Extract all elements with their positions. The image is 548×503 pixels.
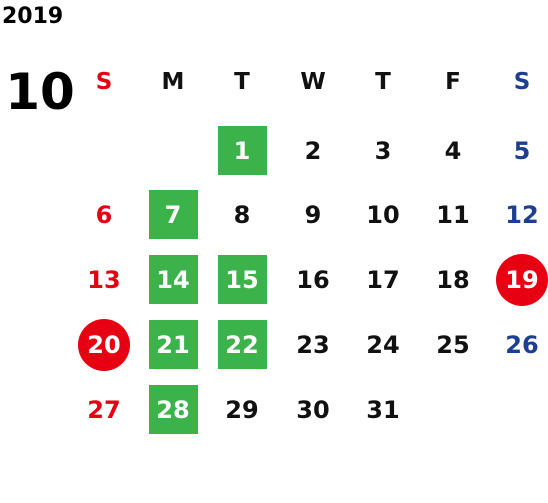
calendar-day-29[interactable]: 29 [212, 382, 272, 438]
month-number: 10 [5, 63, 75, 121]
calendar-day-11[interactable]: 11 [423, 187, 483, 243]
calendar-day-26[interactable]: 26 [492, 317, 548, 373]
calendar-day-3[interactable]: 3 [353, 123, 413, 179]
calendar-day-15[interactable]: 15 [212, 252, 272, 308]
weekday-header-tue: T [234, 69, 250, 95]
calendar-day-17[interactable]: 17 [353, 252, 413, 308]
day-number: 5 [513, 137, 531, 165]
calendar-day-9[interactable]: 9 [283, 187, 343, 243]
day-number: 6 [95, 201, 113, 229]
day-number: 8 [233, 201, 251, 229]
day-number: 16 [296, 266, 330, 294]
day-number: 14 [156, 266, 190, 294]
day-number: 4 [444, 137, 462, 165]
calendar-day-23[interactable]: 23 [283, 317, 343, 373]
year-label: 2019 [2, 4, 64, 29]
day-number: 28 [156, 396, 190, 424]
day-number: 26 [505, 331, 539, 359]
weekday-header-mon: M [161, 69, 185, 95]
day-number: 29 [225, 396, 259, 424]
day-number: 23 [296, 331, 330, 359]
calendar-day-24[interactable]: 24 [353, 317, 413, 373]
day-number: 30 [296, 396, 330, 424]
day-number: 18 [436, 266, 470, 294]
calendar-day-7[interactable]: 7 [143, 187, 203, 243]
calendar-day-10[interactable]: 10 [353, 187, 413, 243]
calendar-day-18[interactable]: 18 [423, 252, 483, 308]
calendar-day-30[interactable]: 30 [283, 382, 343, 438]
weekday-header-wed: W [300, 69, 326, 95]
calendar-day-5[interactable]: 5 [492, 123, 548, 179]
day-number: 22 [225, 331, 259, 359]
calendar-day-1[interactable]: 1 [212, 123, 272, 179]
calendar-day-19[interactable]: 19 [492, 252, 548, 308]
calendar-day-31[interactable]: 31 [353, 382, 413, 438]
weekday-header-fri: F [445, 69, 461, 95]
weekday-header-sun: S [95, 69, 113, 95]
calendar-day-25[interactable]: 25 [423, 317, 483, 373]
day-number: 9 [304, 201, 322, 229]
calendar-day-20[interactable]: 20 [74, 317, 134, 373]
day-number: 10 [366, 201, 400, 229]
calendar-day-6[interactable]: 6 [74, 187, 134, 243]
day-number: 3 [374, 137, 392, 165]
day-number: 21 [156, 331, 190, 359]
day-number: 17 [366, 266, 400, 294]
calendar-day-22[interactable]: 22 [212, 317, 272, 373]
day-number: 15 [225, 266, 259, 294]
calendar-day-8[interactable]: 8 [212, 187, 272, 243]
day-number: 1 [233, 137, 251, 165]
day-number: 7 [164, 201, 182, 229]
calendar-day-4[interactable]: 4 [423, 123, 483, 179]
calendar-day-28[interactable]: 28 [143, 382, 203, 438]
calendar-day-14[interactable]: 14 [143, 252, 203, 308]
day-number: 2 [304, 137, 322, 165]
calendar-day-2[interactable]: 2 [283, 123, 343, 179]
day-number: 24 [366, 331, 400, 359]
weekday-header-sat: S [513, 69, 531, 95]
day-number: 31 [366, 396, 400, 424]
calendar-day-13[interactable]: 13 [74, 252, 134, 308]
day-number: 13 [87, 266, 121, 294]
day-number: 11 [436, 201, 470, 229]
day-number: 25 [436, 331, 470, 359]
day-number: 19 [505, 266, 539, 294]
day-number: 20 [87, 331, 121, 359]
day-number: 12 [505, 201, 539, 229]
calendar-day-16[interactable]: 16 [283, 252, 343, 308]
day-number: 27 [87, 396, 121, 424]
calendar-day-12[interactable]: 12 [492, 187, 548, 243]
calendar-day-27[interactable]: 27 [74, 382, 134, 438]
weekday-header-thu: T [375, 69, 391, 95]
calendar-day-21[interactable]: 21 [143, 317, 203, 373]
